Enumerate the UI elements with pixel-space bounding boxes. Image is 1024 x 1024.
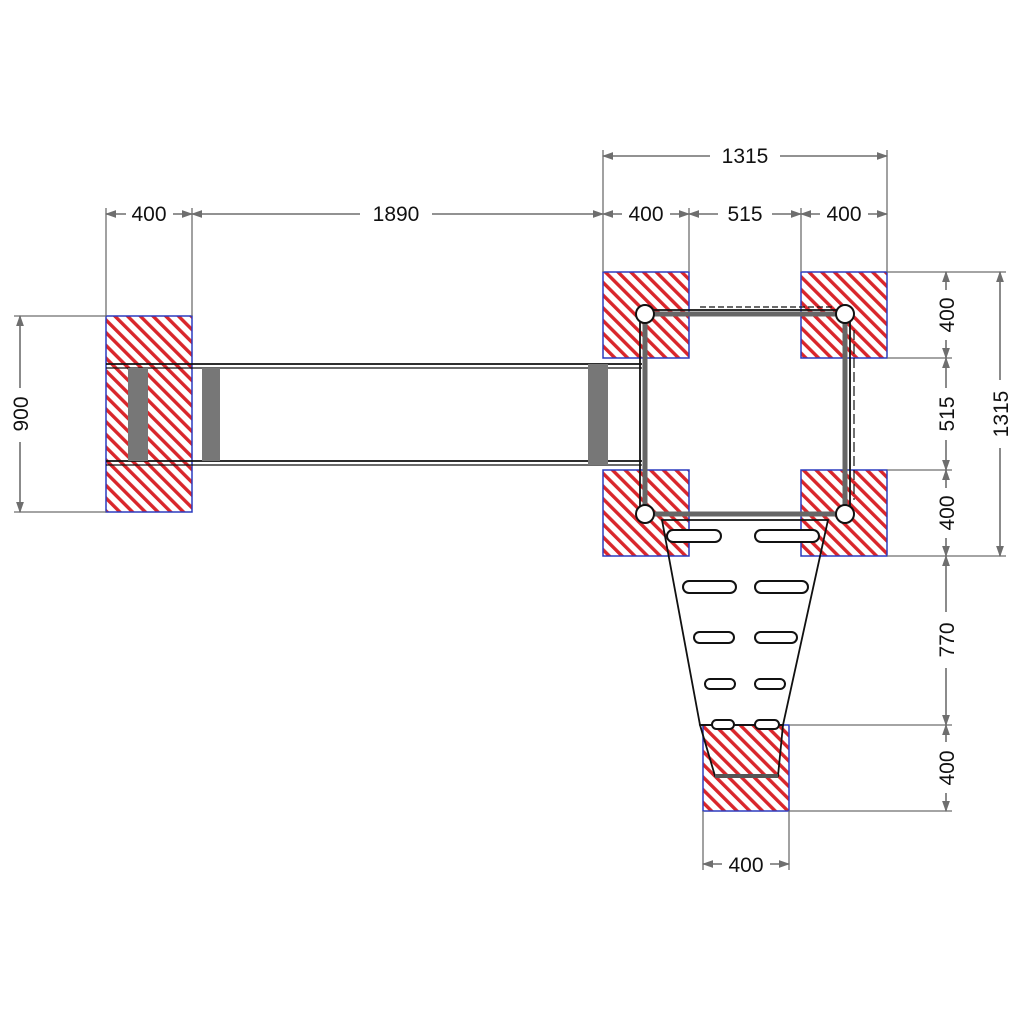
dim-right-ladder: 770 [936, 622, 959, 657]
dim-right-gap: 515 [936, 396, 959, 431]
dim-top-span: 1890 [373, 203, 420, 226]
dim-top-gap: 515 [727, 203, 762, 226]
corner-post-bottom-left [635, 504, 655, 524]
dim-right-overall: 1315 [990, 391, 1013, 438]
footing-left [105, 315, 193, 513]
bridge-post-1 [128, 368, 148, 461]
dim-top-right-block-a: 400 [628, 203, 663, 226]
climbing-ramp [660, 519, 830, 778]
dim-bottom-block-width: 400 [728, 854, 763, 877]
horizontal-bridge [106, 363, 642, 466]
bridge-post-3 [588, 364, 608, 465]
bridge-post-2 [202, 368, 220, 461]
dim-left-height: 900 [10, 396, 33, 431]
tower-platform [635, 304, 855, 524]
corner-post-bottom-right [835, 504, 855, 524]
corner-post-top-right [835, 304, 855, 324]
dim-top-overall: 1315 [722, 145, 769, 168]
footings [105, 271, 888, 812]
corner-post-top-left [635, 304, 655, 324]
dim-right-lower-block: 400 [936, 495, 959, 530]
footing-ladder-end [702, 724, 790, 812]
dimension-labels: 1315 400 1890 400 515 400 900 400 515 40… [10, 145, 1013, 877]
dimension-lines [16, 152, 1004, 868]
dim-right-bottom-block: 400 [936, 750, 959, 785]
dim-top-left-block: 400 [131, 203, 166, 226]
dim-right-upper-block: 400 [936, 297, 959, 332]
dim-top-right-block-b: 400 [826, 203, 861, 226]
